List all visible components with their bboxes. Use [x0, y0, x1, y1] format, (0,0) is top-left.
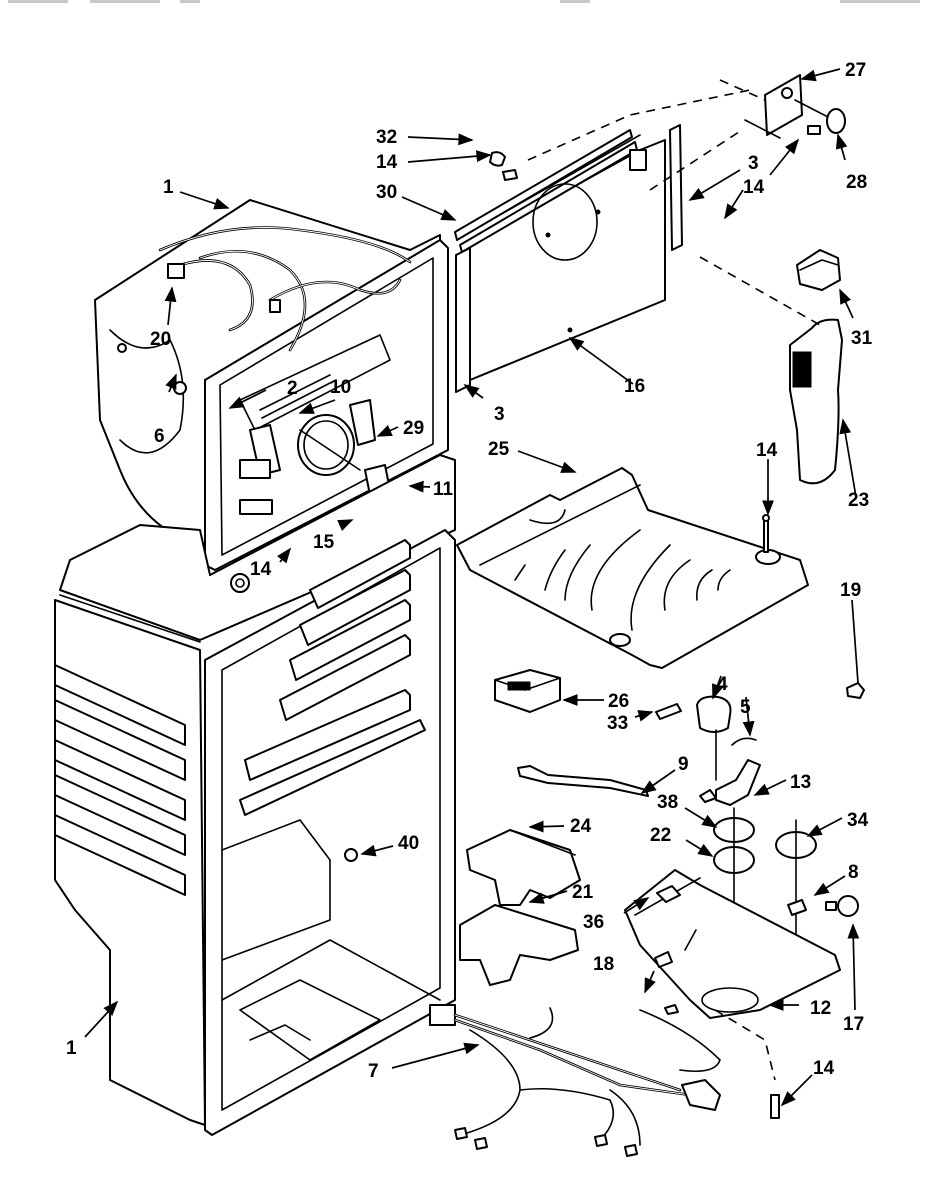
callout-24: 24	[570, 816, 592, 837]
callout-13: 13	[790, 772, 811, 793]
callout-19: 19	[840, 580, 861, 601]
callout-6: 6	[154, 426, 165, 447]
thermostat-bracket	[489, 74, 846, 191]
callout-25: 25	[488, 439, 510, 460]
callout-40: 40	[398, 833, 419, 854]
wire-harness	[429, 1004, 780, 1157]
callout-3-b: 3	[494, 404, 505, 425]
callout-36: 36	[583, 912, 604, 933]
callout-28: 28	[846, 172, 867, 193]
callout-2: 2	[287, 378, 298, 399]
callout-12: 12	[810, 998, 831, 1019]
callout-34: 34	[847, 810, 869, 831]
callout-14-c: 14	[250, 559, 272, 580]
callout-labels: 27 32 14 30 3 14 28 1 20 6 2 10 29 11 15…	[66, 60, 873, 1082]
callout-38: 38	[657, 792, 678, 813]
dispenser-mechanism	[517, 695, 859, 961]
callout-16: 16	[624, 376, 645, 397]
callout-10: 10	[330, 377, 351, 398]
callout-8: 8	[848, 862, 859, 883]
callout-9: 9	[678, 754, 689, 775]
divider-panel	[454, 124, 683, 393]
callout-14-e: 14	[813, 1058, 835, 1079]
callout-20: 20	[150, 329, 171, 350]
callout-18: 18	[593, 954, 614, 975]
fresh-food-liner	[54, 454, 456, 1136]
callout-29: 29	[403, 418, 424, 439]
callout-21: 21	[572, 882, 594, 903]
callout-22: 22	[650, 825, 671, 846]
callout-30: 30	[376, 182, 397, 203]
callout-27: 27	[845, 60, 866, 81]
crisper-cover	[456, 467, 809, 669]
callout-14-d: 14	[756, 440, 778, 461]
callout-14-a: 14	[376, 152, 398, 173]
callout-33: 33	[607, 713, 628, 734]
callout-26: 26	[608, 691, 629, 712]
callout-17: 17	[843, 1014, 864, 1035]
callout-7: 7	[368, 1061, 379, 1082]
callout-23: 23	[848, 490, 869, 511]
callout-5: 5	[740, 697, 751, 718]
callout-4: 4	[717, 674, 728, 695]
callout-1-bottom: 1	[66, 1038, 77, 1059]
clip-part-19	[846, 682, 865, 699]
callout-3-a: 3	[748, 153, 759, 174]
freezer-liner	[94, 199, 449, 571]
dispenser-base	[624, 869, 841, 1019]
callout-31: 31	[851, 328, 873, 349]
control-housing-26	[494, 669, 682, 720]
callout-15: 15	[313, 532, 335, 553]
callout-14-b: 14	[743, 177, 765, 198]
scan-artifact-top	[8, 0, 920, 3]
ice-chute-parts	[459, 829, 581, 986]
callout-11: 11	[433, 479, 454, 500]
dispenser-housing	[699, 249, 843, 485]
callout-1-top: 1	[163, 177, 174, 198]
callout-32: 32	[376, 127, 397, 148]
leader-lines	[84, 68, 860, 1107]
